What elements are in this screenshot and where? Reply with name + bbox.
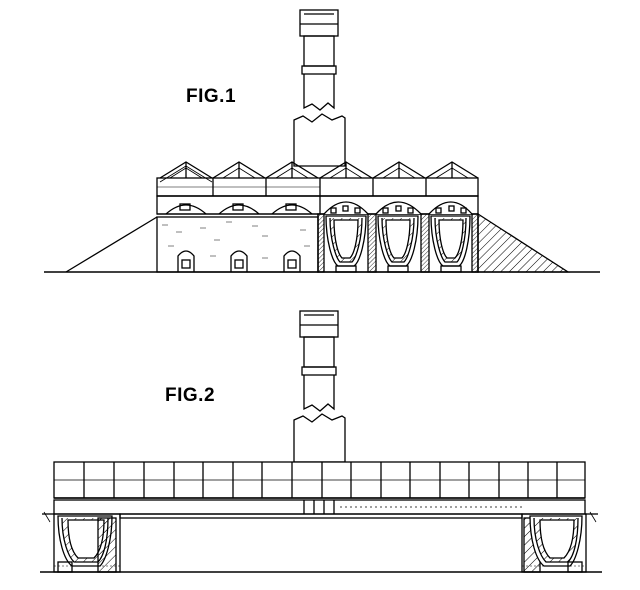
fig1-upper-gallery	[156, 177, 479, 215]
fig2-chimney	[293, 310, 346, 463]
fig1-chimney	[293, 9, 346, 167]
fig1-roof-trusses	[159, 161, 479, 183]
fig1-brick-texture	[162, 221, 310, 259]
figure-2-label: FIG.2	[165, 385, 216, 406]
fig1-left-elevation	[65, 203, 319, 273]
figure-2-kiln-elevation	[40, 310, 602, 573]
figure-1-label: FIG.1	[186, 86, 237, 107]
fig2-left-kiln	[53, 513, 121, 573]
fig2-upper-gallery	[53, 461, 586, 499]
fig2-deck-beam	[42, 499, 598, 523]
fig2-right-kiln	[521, 513, 587, 573]
fig1-right-section	[317, 201, 571, 273]
figure-1-kiln-section	[44, 9, 600, 273]
